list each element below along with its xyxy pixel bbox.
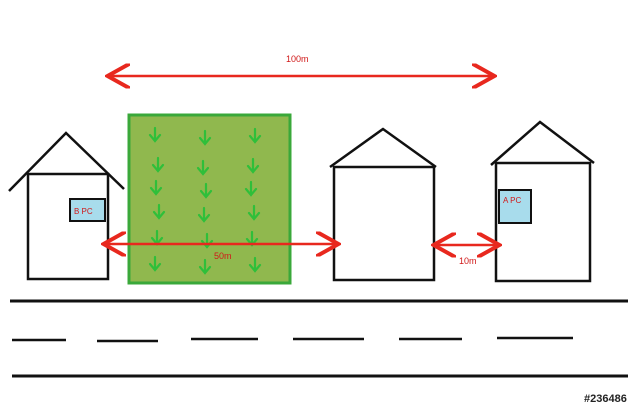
distance-100m-label: 100m	[286, 54, 309, 64]
sprout-arrow-icon	[197, 206, 211, 223]
sprout-arrow-icon	[148, 126, 162, 143]
distance-50m-label: 50m	[214, 251, 232, 261]
pc-a-box: A PC	[498, 189, 532, 224]
distance-10m-arrow: 10m	[436, 245, 497, 266]
sprout-arrow-icon	[198, 129, 212, 146]
road-center-dashes	[12, 336, 573, 343]
field	[127, 113, 292, 285]
distance-10m-label: 10m	[459, 256, 477, 266]
distance-50m-arrow: 50m	[106, 244, 336, 261]
house-b-icon	[8, 131, 125, 281]
road	[10, 299, 628, 378]
sprout-arrow-icon	[148, 255, 162, 272]
pc-b-box: B PC	[69, 198, 106, 222]
sprout-arrow-icon	[248, 127, 262, 144]
sprout-arrow-icon	[246, 157, 260, 174]
sprout-arrow-icon	[199, 182, 213, 199]
pc-a-label: A PC	[503, 196, 521, 205]
distance-100m-arrow: 100m	[110, 54, 492, 76]
sprout-arrow-icon	[152, 203, 166, 220]
sprout-arrow-icon	[248, 256, 262, 273]
sprout-arrow-icon	[247, 204, 261, 221]
sprout-arrow-icon	[244, 180, 258, 197]
house-middle-icon	[329, 127, 437, 282]
watermark-text: #236486	[584, 393, 627, 405]
sprout-arrow-icon	[196, 159, 210, 176]
sprout-arrow-icon	[151, 156, 165, 173]
sprout-arrow-icon	[198, 258, 212, 275]
pc-b-label: B PC	[74, 207, 93, 216]
sprout-arrow-icon	[149, 179, 163, 196]
